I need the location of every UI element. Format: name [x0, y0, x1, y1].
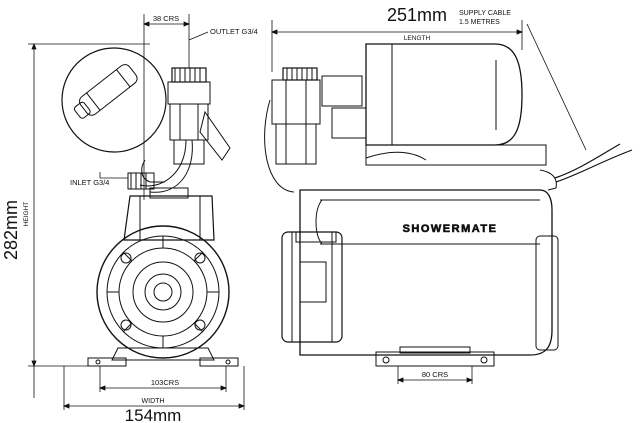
front-view: [61, 47, 239, 367]
length-label: LENGTH: [404, 35, 431, 42]
side-view: [264, 43, 633, 367]
outlet-spacing-label: 38 CRS: [153, 14, 179, 23]
front-dimensions: [28, 14, 246, 410]
height-label: HEIGHT: [23, 202, 30, 227]
height-value: 282mm: [1, 200, 21, 260]
outlet-callout: OUTLET G3/4: [210, 27, 258, 36]
length-value: 251mm: [387, 5, 447, 25]
brand-label: SHOWERMATE: [403, 223, 498, 235]
supply-cable-callout-line1: SUPPLY CABLE: [459, 10, 511, 17]
front-foot-spacing-label: 103CRS: [151, 378, 179, 387]
supply-cable-callout-line2: 1.5 METRES: [459, 19, 500, 26]
width-value: 154mm: [125, 406, 182, 423]
side-foot-spacing-label: 80 CRS: [422, 370, 448, 379]
width-label: WIDTH: [142, 398, 165, 405]
inlet-callout: INLET G3/4: [70, 178, 109, 187]
side-dimensions: [270, 20, 587, 384]
